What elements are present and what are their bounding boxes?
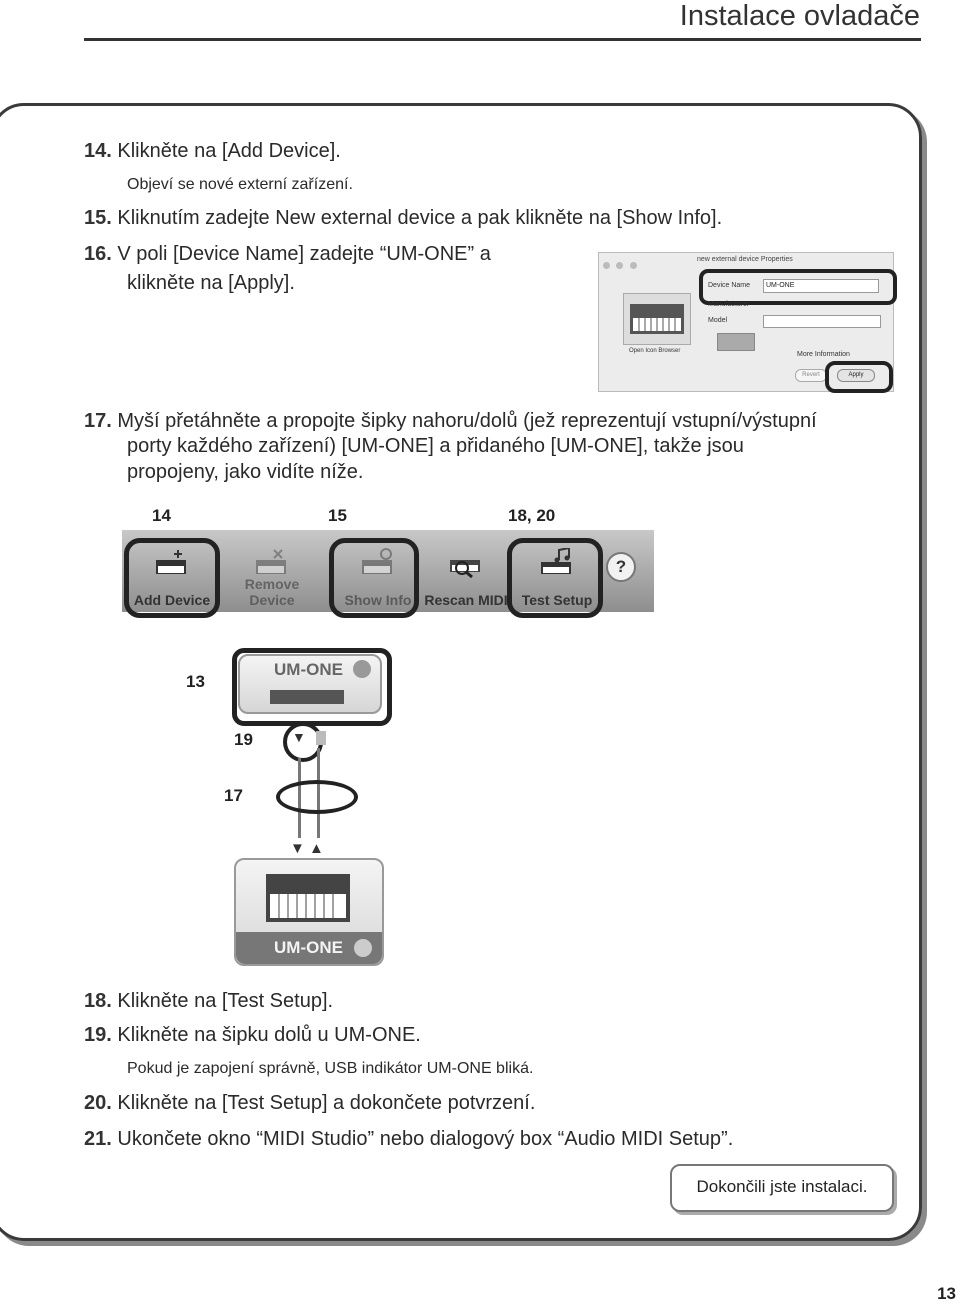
help-icon: ? (606, 552, 636, 582)
window-traffic-lights (603, 256, 637, 274)
step-19: 19. Klikněte na šipku dolů u UM-ONE. (84, 1024, 421, 1047)
more-information-label[interactable]: More Information (797, 351, 850, 358)
remove-device-label: Remove Device (244, 576, 300, 608)
bottom-device-um-one[interactable]: UM-ONE (234, 858, 384, 966)
add-device-highlight (124, 538, 220, 618)
test-setup-highlight (507, 538, 603, 618)
keyboard-remove-icon (256, 549, 286, 574)
step-20: 20. Klikněte na [Test Setup] a dokončete… (84, 1092, 535, 1115)
step-14-note: Objeví se nové externí zařízení. (127, 176, 353, 193)
apply-button[interactable]: Apply (837, 369, 875, 382)
step-21: 21. Ukončete okno “MIDI Studio” nebo dia… (84, 1128, 733, 1151)
apply-highlight (825, 361, 893, 393)
device-name-label: Device Name (708, 282, 751, 289)
step-text: Klikněte na [Test Setup]. (117, 990, 334, 1012)
model-field[interactable] (763, 315, 881, 328)
step-number: 18. (84, 990, 112, 1012)
test-setup-label: Test Setup (521, 592, 593, 608)
remove-device-button[interactable]: Remove Device (222, 530, 322, 612)
step-17: 17. Myší přetáhněte a propojte šipky nah… (84, 410, 817, 433)
magnifier-icon (450, 560, 480, 578)
step-text: Klikněte na [Add Device]. (117, 140, 341, 162)
step-number: 16. (84, 243, 112, 265)
info-icon[interactable] (354, 939, 372, 957)
device-properties-window: new external device Properties Open Icon… (598, 252, 897, 393)
step-number: 14. (84, 140, 112, 162)
callout-13: 13 (186, 672, 205, 691)
step-number: 20. (84, 1092, 112, 1114)
finish-note-text: Dokončili jste instalaci. (696, 1177, 868, 1196)
help-button[interactable]: ? (602, 530, 642, 612)
step-text: Klikněte na [Test Setup] a dokončete pot… (117, 1092, 536, 1114)
finish-note-box: Dokončili jste instalaci. (670, 1164, 894, 1212)
device-ports-icon (270, 690, 344, 704)
revert-button[interactable]: Revert (795, 369, 827, 382)
content-frame (0, 103, 922, 1241)
step-text: Myší přetáhněte a propojte šipky nahoru/… (117, 410, 817, 432)
rescan-midi-button[interactable]: Rescan MIDI (416, 530, 516, 612)
step-19-note: Pokud je zapojení správně, USB indikátor… (127, 1060, 534, 1077)
device-name-field[interactable]: UM-ONE (763, 279, 879, 293)
keyboard-icon (266, 874, 350, 922)
bottom-device-down-arrow[interactable]: ▼ (290, 840, 305, 857)
header-rule (84, 38, 921, 41)
step-number: 15. (84, 207, 112, 229)
manufacturer-label: Manufacturer (708, 301, 750, 308)
callout-17: 17 (224, 786, 243, 805)
top-device-um-one[interactable]: UM-ONE (238, 654, 382, 714)
connection-highlight (276, 780, 358, 814)
model-label: Model (708, 317, 728, 324)
step-18: 18. Klikněte na [Test Setup]. (84, 990, 333, 1013)
show-info-button[interactable]: Show Info (328, 530, 428, 612)
add-device-button[interactable]: Add Device (122, 530, 222, 612)
callout-14: 14 (152, 506, 171, 525)
top-device-in-port (316, 731, 326, 745)
keyboard-plus-icon (156, 550, 186, 574)
step-number: 17. (84, 410, 112, 432)
step-17-continuation-1: porty každého zařízení) [UM-ONE] a přida… (127, 435, 744, 457)
step-text: Kliknutím zadejte New external device a … (117, 207, 723, 229)
device-name-highlight (699, 269, 897, 305)
bottom-device-name: UM-ONE (274, 938, 343, 957)
step-17-continuation-2: propojeny, jako vidíte níže. (127, 461, 364, 483)
icon-swatch (717, 333, 755, 351)
step-text: Ukončete okno “MIDI Studio” nebo dialogo… (117, 1128, 734, 1150)
test-setup-button[interactable]: Test Setup (507, 530, 607, 612)
keyboard-info-icon (362, 548, 392, 574)
step-text: V poli [Device Name] zadejte “UM-ONE” a (117, 243, 491, 265)
keyboard-icon (630, 304, 684, 334)
top-device-out-arrow[interactable]: ▼ (292, 729, 306, 745)
top-device-name: UM-ONE (274, 660, 343, 679)
step-14: 14. Klikněte na [Add Device]. (84, 140, 341, 163)
callout-19: 19 (234, 730, 253, 749)
add-device-label: Add Device (133, 592, 211, 608)
callout-18-20: 18, 20 (508, 506, 556, 525)
step-16-continuation: klikněte na [Apply]. (127, 272, 295, 294)
page-number: 13 (937, 1284, 956, 1303)
callout-15: 15 (328, 506, 347, 525)
open-icon-browser-button[interactable]: Open Icon Browser (629, 348, 681, 354)
page-header-title: Instalace ovladače (679, 0, 920, 32)
step-15: 15. Kliknutím zadejte New external devic… (84, 207, 722, 230)
step-16: 16. V poli [Device Name] zadejte “UM-ONE… (84, 243, 491, 266)
step-text: Klikněte na šipku dolů u UM-ONE. (117, 1024, 421, 1046)
step-number: 21. (84, 1128, 112, 1150)
show-info-label: Show Info (344, 592, 412, 608)
device-icon-preview (623, 293, 691, 345)
info-icon[interactable] (353, 660, 371, 678)
show-info-highlight (329, 538, 419, 618)
bottom-device-up-arrow[interactable]: ▲ (309, 840, 324, 857)
window-title: new external device Properties (697, 256, 793, 263)
music-note-keyboard-icon (541, 548, 571, 574)
rescan-midi-label: Rescan MIDI (424, 592, 508, 608)
step-number: 19. (84, 1024, 112, 1046)
